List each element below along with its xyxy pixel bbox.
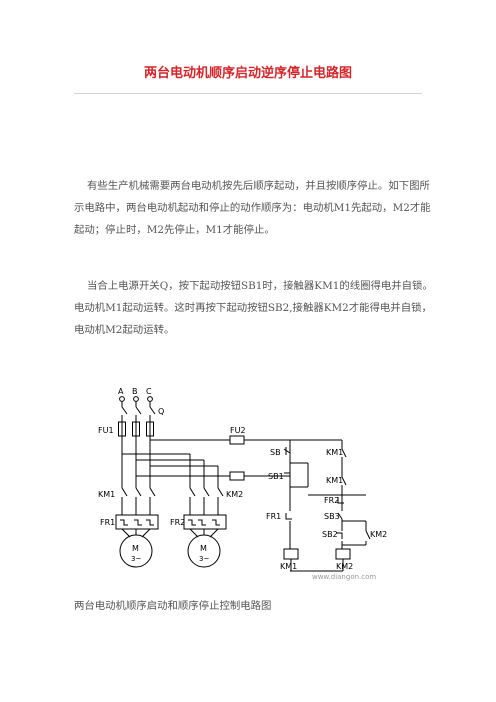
label-km2: KM2 — [226, 490, 243, 499]
motor-m2 — [187, 534, 221, 568]
page-title: 两台电动机顺序启动逆序停止电路图 — [143, 66, 352, 81]
label-motor1: M — [132, 544, 139, 553]
label-phase-c: C — [146, 387, 152, 396]
label-ctl-fr1: FR1 — [266, 512, 281, 521]
label-phase-b: B — [132, 387, 138, 396]
label-coil-km1: KM1 — [280, 562, 297, 571]
paragraph-intro-text: 有些生产机械需要两台电动机按先后顺序起动，并且按顺序停止。如下图所示电路中，两台… — [74, 180, 431, 236]
label-switch-q: Q — [158, 407, 164, 416]
title-divider — [74, 93, 422, 94]
label-motor2: M — [200, 544, 207, 553]
label-fu1: FU1 — [98, 426, 114, 435]
label-phase-a: A — [118, 387, 124, 396]
motor-m1 — [119, 534, 153, 568]
label-fu2: FU2 — [230, 426, 246, 435]
label-fr1: FR1 — [100, 518, 115, 527]
terminal-b — [133, 396, 139, 402]
terminal-a — [119, 396, 125, 402]
paragraph-operation: 当合上电源开关Q，按下起动按钮SB1时，接触器KM1的线圈得电并自锁。电动机M1… — [74, 275, 434, 341]
coil-km1 — [283, 548, 299, 560]
label-fr2: FR2 — [170, 518, 185, 527]
label-motor2-phase: 3~ — [199, 555, 209, 563]
terminal-c — [147, 396, 153, 402]
label-sb3: SB3 — [324, 512, 340, 521]
label-ctl-km2: KM2 — [370, 530, 387, 539]
label-coil-km2: KM2 — [336, 562, 353, 571]
watermark: www.diangon.com — [312, 573, 376, 581]
label-motor1-phase: 3~ — [131, 555, 141, 563]
label-ctl-fr2: FR2 — [324, 496, 339, 505]
label-sb1: SB1 — [268, 472, 284, 481]
circuit-diagram-svg: A B C Q FU1 FU2 KM1 KM2 FR1 FR2 M 3~ M 3… — [98, 387, 387, 581]
coil-km2 — [335, 548, 351, 560]
figure-caption: 两台电动机顺序启动和顺序停止控制电路图 — [74, 600, 272, 612]
label-ctl-km1-a: KM1 — [326, 448, 343, 457]
label-sb2: SB2 — [322, 530, 338, 539]
paragraph-intro: 有些生产机械需要两台电动机按先后顺序起动，并且按顺序停止。如下图所示电路中，两台… — [74, 175, 434, 241]
circuit-diagram: A B C Q FU1 FU2 KM1 KM2 FR1 FR2 M 3~ M 3… — [90, 385, 430, 581]
label-sb: SB — [270, 448, 281, 457]
label-km1: KM1 — [98, 490, 115, 499]
label-ctl-km1-b: KM1 — [326, 476, 343, 485]
paragraph-operation-text: 当合上电源开关Q，按下起动按钮SB1时，接触器KM1的线圈得电并自锁。电动机M1… — [74, 280, 433, 336]
